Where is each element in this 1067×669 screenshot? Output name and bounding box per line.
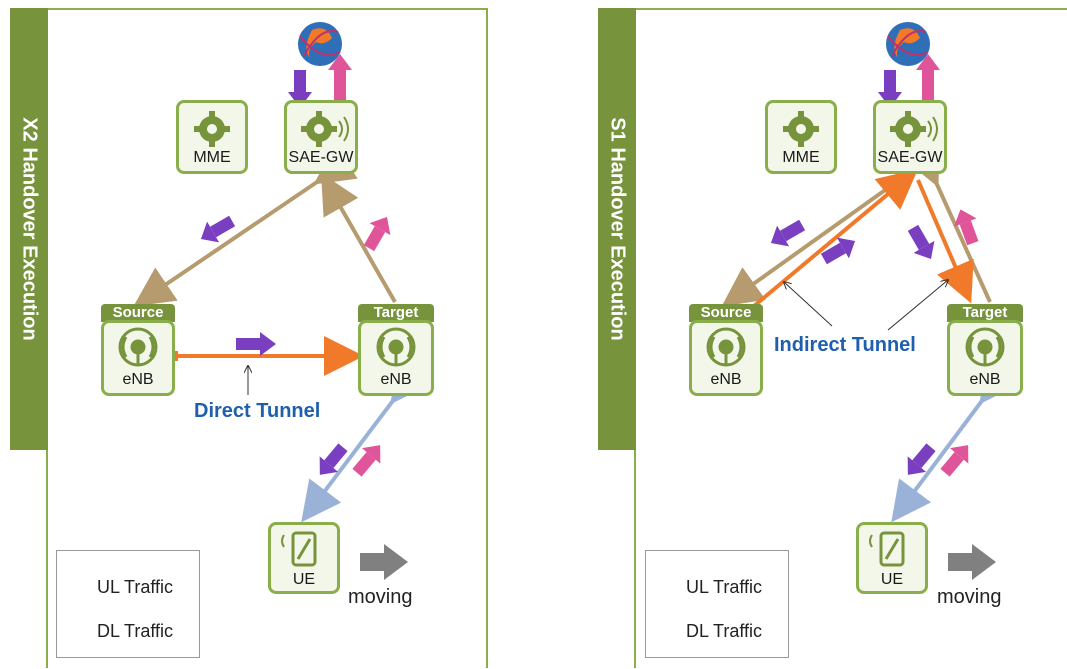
s1-sidebar: S1 Handover Execution xyxy=(598,8,636,450)
x2-ue-node: UE xyxy=(268,522,340,594)
x2-legend-dl: DL Traffic xyxy=(97,621,174,641)
s1-target-tag: Target xyxy=(947,304,1023,322)
s1-tunnel-pointer-left xyxy=(784,282,833,327)
s1-indirect-tunnel-up xyxy=(740,168,919,318)
s1-internet-globe-icon xyxy=(886,22,930,66)
s1-dl-arrow-target xyxy=(907,224,935,260)
s1-sgw-target-link-b xyxy=(903,142,992,303)
x2-source-enb-label: eNB xyxy=(122,371,154,388)
s1-sgw-source-link xyxy=(721,176,904,307)
ue-phone-icon xyxy=(869,531,905,567)
x2-radio-link xyxy=(301,360,431,523)
s1-source-enb-label: eNB xyxy=(710,371,742,388)
s1-legend-ul: UL Traffic xyxy=(686,577,763,597)
x2-mme-node: MME xyxy=(176,100,248,174)
s1-indirect-tunnel-down xyxy=(916,179,974,304)
x2-sgw-label: SAE-GW xyxy=(288,149,354,166)
x2-mme-label: MME xyxy=(193,149,231,166)
mme-gear-icon xyxy=(194,111,230,147)
mme-gear-icon xyxy=(783,111,819,147)
s1-dl-arrow-ue xyxy=(907,443,936,475)
source-antenna-icon xyxy=(118,327,158,367)
sgw-gear-icon xyxy=(890,111,938,147)
s1-dl-arrow-source xyxy=(770,219,806,247)
s1-tunnel-label: Indirect Tunnel xyxy=(774,334,916,356)
s1-dl-arrow-tunnel xyxy=(820,237,856,265)
x2-dl-arrow-ue xyxy=(319,443,348,475)
x2-dl-arrow-source xyxy=(200,215,236,243)
s1-mme-node: MME xyxy=(765,100,837,174)
x2-ul-arrow-target xyxy=(363,216,391,252)
s1-moving-arrow xyxy=(948,544,996,580)
x2-internet-globe-icon xyxy=(298,22,342,66)
x2-sidebar: X2 Handover Execution xyxy=(10,8,48,450)
target-antenna-icon xyxy=(376,327,416,367)
s1-ue-node: UE xyxy=(856,522,928,594)
x2-ul-arrow-core xyxy=(328,54,352,106)
x2-moving-arrow xyxy=(360,544,408,580)
ue-phone-icon xyxy=(281,531,317,567)
x2-moving-label: moving xyxy=(348,586,413,608)
s1-title: S1 Handover Execution xyxy=(606,117,629,341)
s1-ue-label: UE xyxy=(880,571,904,588)
x2-target-tag: Target xyxy=(358,304,434,322)
s1-mme-label: MME xyxy=(782,149,820,166)
s1-sgw-node: SAE-GW xyxy=(873,100,947,174)
s1-radio-link xyxy=(891,360,1020,523)
s1-target-enb-node: eNB xyxy=(947,320,1023,396)
source-antenna-icon xyxy=(706,327,746,367)
x2-source-enb-node: eNB xyxy=(101,320,175,396)
x2-legend: UL Traffic DL Traffic xyxy=(56,550,200,658)
s1-ul-arrow-target xyxy=(953,209,979,246)
s1-sgw-label: SAE-GW xyxy=(877,149,943,166)
s1-tunnel-pointer-right xyxy=(887,280,948,331)
x2-ul-arrow-ue xyxy=(352,445,381,477)
x2-target-sgw-link xyxy=(321,173,397,303)
s1-legend: UL Traffic DL Traffic xyxy=(645,550,789,658)
s1-legend-dl: DL Traffic xyxy=(686,621,763,641)
target-antenna-icon xyxy=(965,327,1005,367)
x2-ue-label: UE xyxy=(292,571,316,588)
x2-source-tag: Source xyxy=(101,304,175,322)
s1-target-enb-label: eNB xyxy=(969,371,1001,388)
s1-source-tag: Source xyxy=(689,304,763,322)
s1-moving-label: moving xyxy=(937,586,1002,608)
x2-sgw-node: SAE-GW xyxy=(284,100,358,174)
x2-tunnel-label: Direct Tunnel xyxy=(194,400,321,422)
x2-sgw-source-link xyxy=(133,145,358,307)
x2-dl-arrow-tunnel xyxy=(236,332,276,356)
x2-legend-ul: UL Traffic xyxy=(97,577,174,597)
x2-target-enb-node: eNB xyxy=(358,320,434,396)
sgw-gear-icon xyxy=(301,111,349,147)
s1-source-enb-node: eNB xyxy=(689,320,763,396)
x2-target-enb-label: eNB xyxy=(380,371,412,388)
s1-ul-arrow-core xyxy=(916,54,940,106)
s1-ul-arrow-ue xyxy=(940,445,969,477)
